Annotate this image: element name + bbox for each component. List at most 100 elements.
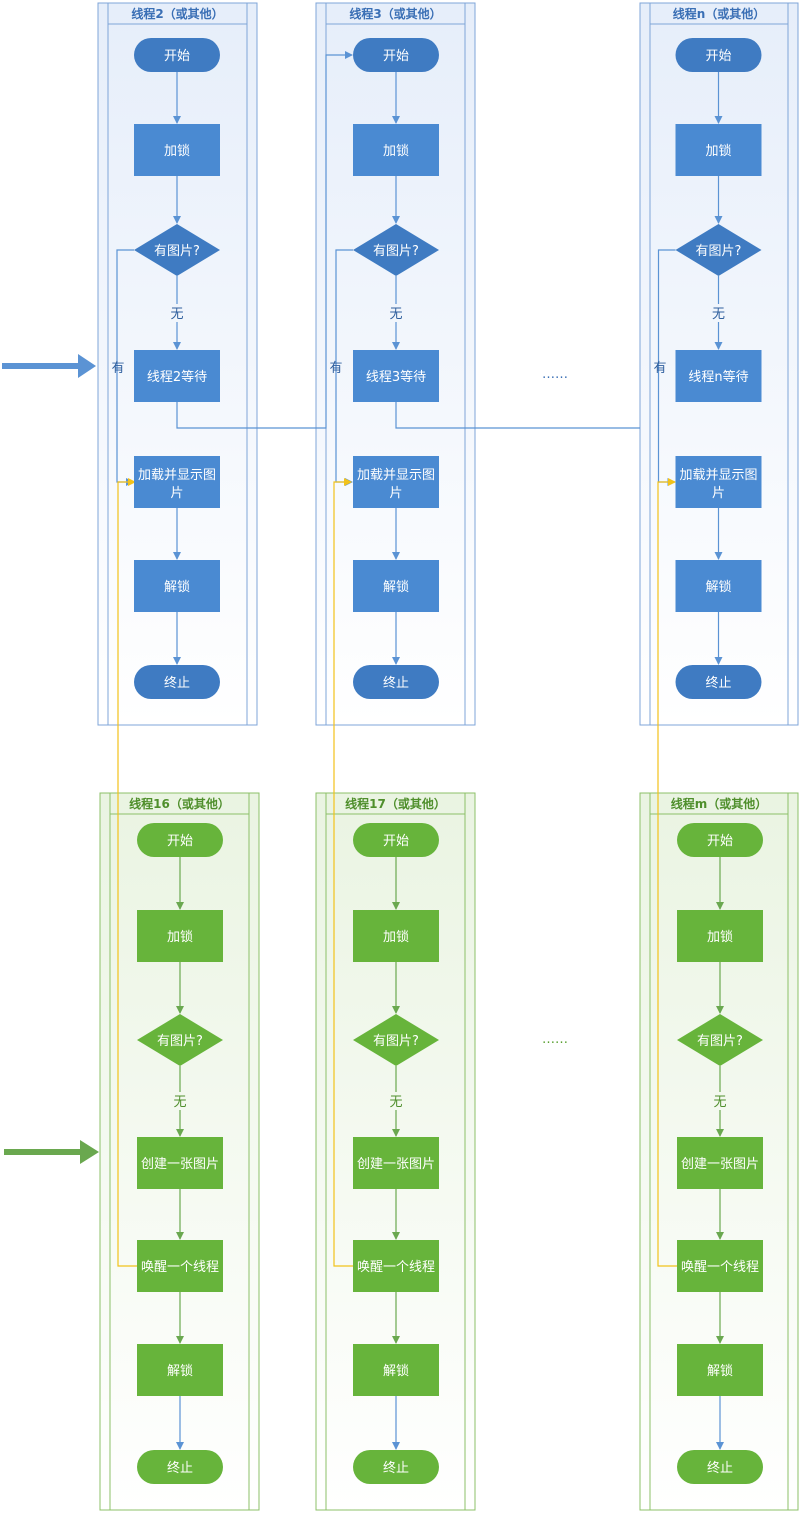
lock-node-label: 加锁 [383, 143, 409, 159]
lock-node-label: 加锁 [383, 929, 409, 945]
unlock-node: 解锁 [137, 1344, 223, 1396]
lane-title: 线程17（或其他） [345, 796, 446, 811]
wake-thread-node-label: 唤醒一个线程 [681, 1260, 759, 1275]
entry-arrow-green [4, 1140, 99, 1164]
end-node-label: 终止 [164, 675, 190, 691]
start-node: 开始 [353, 38, 439, 72]
end-node-label: 终止 [383, 675, 409, 691]
start-node-shape [353, 823, 439, 857]
wake-thread-node: 唤醒一个线程 [677, 1240, 763, 1292]
unlock-node-label: 解锁 [164, 579, 190, 595]
decision-node-shape [675, 224, 762, 276]
lock-node-label: 加锁 [167, 929, 193, 945]
lock-node-shape [137, 910, 223, 962]
decision-node: 有图片? [353, 224, 439, 276]
decision-node-label: 有图片? [373, 244, 419, 259]
no-label: 无 [389, 1095, 402, 1110]
decision-node: 有图片? [137, 1014, 223, 1066]
end-node: 终止 [137, 1450, 223, 1484]
no-label: 无 [173, 1095, 186, 1110]
decision-node-shape [134, 224, 220, 276]
unlock-node-label: 解锁 [705, 579, 731, 595]
create-image-node-label: 创建一张图片 [681, 1157, 759, 1172]
create-image-node-shape [353, 1137, 439, 1189]
no-label: 无 [713, 1095, 726, 1110]
entry-arrow-blue [2, 354, 96, 378]
unlock-node-shape [677, 1344, 763, 1396]
wait-node: 线程n等待 [675, 350, 762, 402]
lock-node-shape [134, 124, 220, 176]
lane-title: 线程2（或其他） [131, 6, 223, 21]
wake-thread-node-shape [353, 1240, 439, 1292]
wait-node-label: 线程2等待 [147, 369, 207, 385]
no-label: 无 [389, 307, 402, 322]
ellipsis-top: …… [542, 367, 568, 382]
end-node-shape [677, 1450, 763, 1484]
entry-arrow-head [78, 354, 96, 378]
no-label: 无 [712, 307, 725, 322]
decision-node: 有图片? [134, 224, 220, 276]
unlock-node-label: 解锁 [707, 1363, 733, 1379]
entry-arrow-head [80, 1140, 99, 1164]
wake-thread-node: 唤醒一个线程 [137, 1240, 223, 1292]
decision-node-label: 有图片? [697, 1034, 743, 1049]
decision-node-shape [677, 1014, 763, 1066]
lock-node-shape [675, 124, 762, 176]
decision-node-shape [353, 1014, 439, 1066]
lock-node: 加锁 [677, 910, 763, 962]
start-node-label: 开始 [164, 49, 190, 64]
create-image-node-label: 创建一张图片 [357, 1157, 435, 1172]
wait-node: 线程2等待 [134, 350, 220, 402]
start-node: 开始 [137, 823, 223, 857]
start-node: 开始 [677, 823, 763, 857]
create-image-node-shape [137, 1137, 223, 1189]
unlock-node: 解锁 [353, 1344, 439, 1396]
create-image-node: 创建一张图片 [677, 1137, 763, 1189]
end-node-shape [137, 1450, 223, 1484]
start-node-label: 开始 [167, 834, 193, 849]
lock-node-shape [353, 910, 439, 962]
no-label: 无 [170, 307, 183, 322]
wait-node-shape [134, 350, 220, 402]
end-node-label: 终止 [707, 1460, 733, 1476]
lane-title: 线程n（或其他） [673, 6, 766, 21]
unlock-node-shape [675, 560, 762, 612]
load-display-node-label: 加载并显示图片 [679, 468, 757, 501]
start-node-shape [137, 823, 223, 857]
unlock-node-label: 解锁 [383, 1363, 409, 1379]
start-node-label: 开始 [705, 49, 731, 64]
yes-label: 有 [653, 361, 666, 376]
unlock-node: 解锁 [353, 560, 439, 612]
lock-node-shape [677, 910, 763, 962]
create-image-node-shape [677, 1137, 763, 1189]
unlock-node: 解锁 [675, 560, 762, 612]
wait-node-label: 线程3等待 [366, 369, 426, 385]
start-node: 开始 [675, 38, 762, 72]
unlock-node-label: 解锁 [167, 1363, 193, 1379]
lock-node: 加锁 [353, 124, 439, 176]
lane-title: 线程16（或其他） [129, 796, 230, 811]
decision-node-label: 有图片? [157, 1034, 203, 1049]
lane-title: 线程3（或其他） [349, 6, 441, 21]
unlock-node: 解锁 [677, 1344, 763, 1396]
decision-node: 有图片? [677, 1014, 763, 1066]
end-node: 终止 [677, 1450, 763, 1484]
wait-node: 线程3等待 [353, 350, 439, 402]
wait-node-shape [675, 350, 762, 402]
end-node: 终止 [353, 665, 439, 699]
start-node: 开始 [134, 38, 220, 72]
end-node: 终止 [353, 1450, 439, 1484]
create-image-node: 创建一张图片 [137, 1137, 223, 1189]
end-node-label: 终止 [167, 1460, 193, 1476]
ellipsis-bottom: …… [542, 1032, 568, 1047]
connector-wait3-to-next [395, 402, 640, 429]
wait-node-label: 线程n等待 [688, 369, 748, 385]
decision-node-label: 有图片? [696, 244, 742, 259]
connector-wait2-to-start3 [176, 51, 353, 429]
yes-label: 有 [329, 361, 342, 376]
end-node-shape [675, 665, 762, 699]
load-display-node-shape [353, 456, 439, 508]
lock-node-label: 加锁 [164, 143, 190, 159]
unlock-node-label: 解锁 [383, 579, 409, 595]
